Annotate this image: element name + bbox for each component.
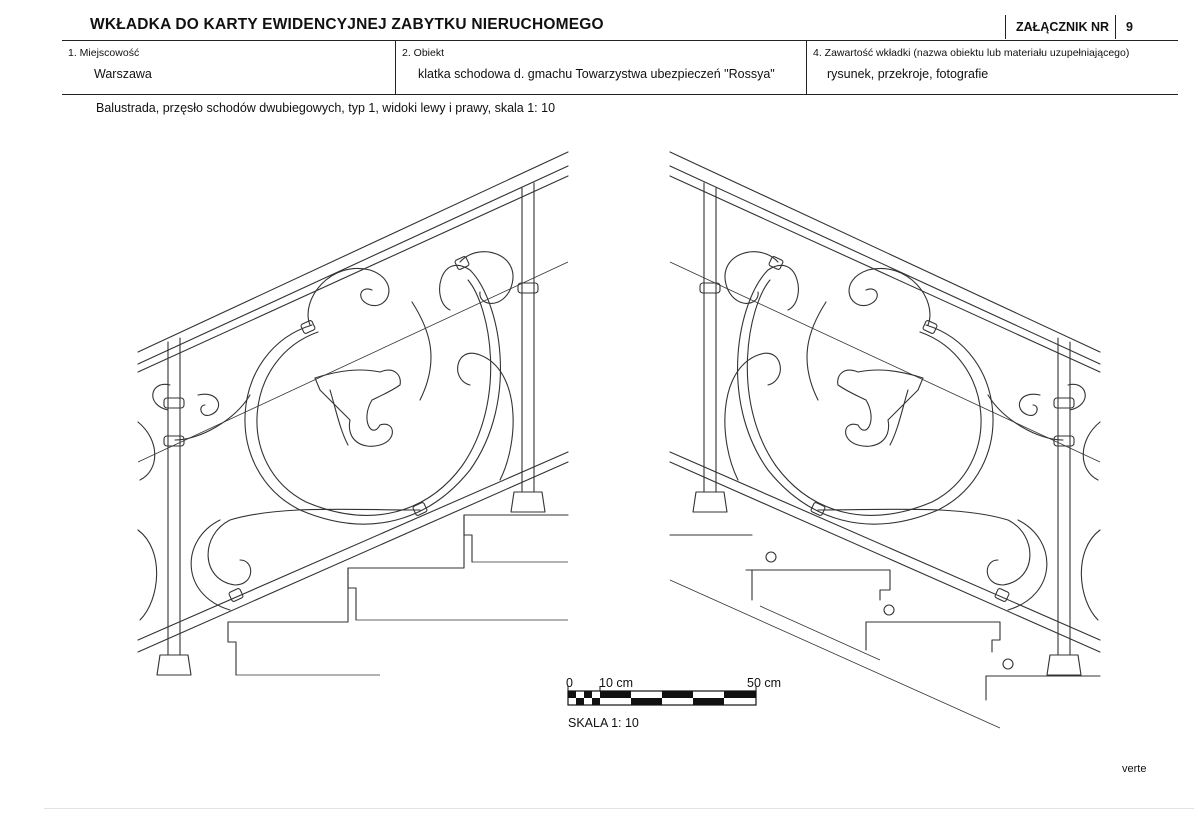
field-locality-label: 1. Miejscowość — [68, 47, 140, 59]
form-fields: 1. Miejscowość Warszawa 2. Obiekt klatka… — [62, 41, 1178, 95]
right-view — [669, 151, 1101, 676]
header-rule — [62, 40, 1178, 41]
scale-tick-0: 0 — [566, 676, 573, 690]
left-view — [137, 151, 569, 676]
field-object: 2. Obiekt klatka schodowa d. gmachu Towa… — [395, 41, 806, 94]
drawing-caption: Balustrada, przęsło schodów dwubiegowych… — [96, 101, 556, 115]
field-locality: 1. Miejscowość Warszawa — [62, 41, 395, 94]
right-stairs — [669, 534, 1101, 729]
field-contents-value: rysunek, przekroje, fotografie — [827, 67, 989, 81]
field-locality-value: Warszawa — [94, 67, 152, 81]
field-object-label: 2. Obiekt — [402, 47, 445, 59]
scale-tick-50: 50 cm — [747, 676, 782, 690]
annex-label: ZAŁĄCZNIK NR — [1006, 15, 1117, 39]
field-contents-label: 4. Zawartość wkładki (nazwa obiektu lub … — [813, 47, 1130, 59]
field-contents: 4. Zawartość wkładki (nazwa obiektu lub … — [806, 41, 1178, 94]
annex-number: 9 — [1126, 20, 1133, 34]
page-edge — [44, 808, 1194, 809]
document-title: WKŁADKA DO KARTY EWIDENCYJNEJ ZABYTKU NI… — [90, 16, 604, 33]
scale-bar — [567, 686, 757, 706]
field-object-value: klatka schodowa d. gmachu Towarzystwa ub… — [418, 67, 775, 81]
annex-box: ZAŁĄCZNIK NR 9 — [1005, 15, 1141, 39]
verte-note: verte — [1122, 763, 1147, 775]
scale-tick-10: 10 cm — [599, 676, 634, 690]
scale-label: SKALA 1: 10 — [568, 716, 639, 730]
